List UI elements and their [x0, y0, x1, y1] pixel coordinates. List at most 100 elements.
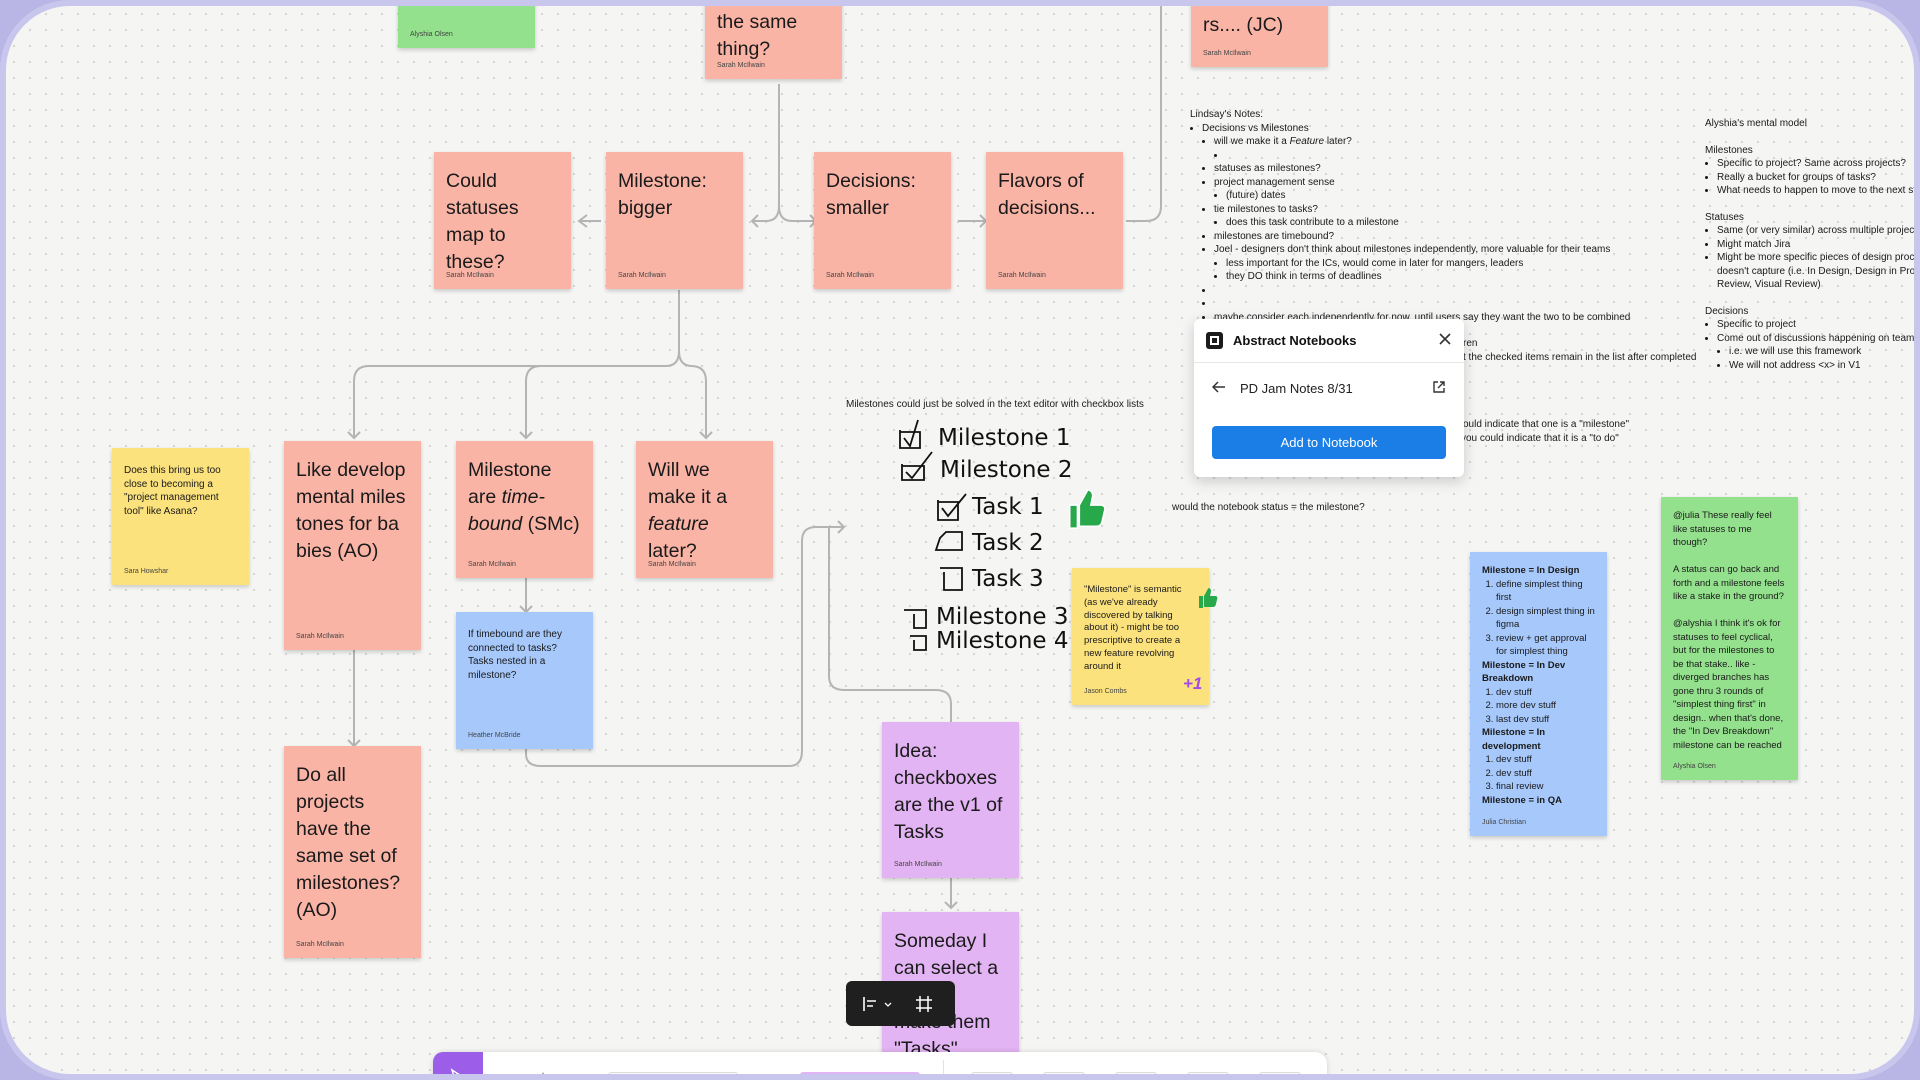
frame-icon[interactable] — [914, 994, 934, 1014]
sticky-author: Sarah McIlwain — [446, 272, 494, 279]
sticky-note[interactable]: Milestone = In Design define simplest th… — [1470, 552, 1607, 836]
list-item: last dev stuff — [1496, 713, 1595, 727]
list-heading: Milestone = in QA — [1482, 794, 1562, 806]
checklist-caption: Milestones could just be solved in the t… — [846, 399, 1144, 410]
list-item: Come out of discussions happening on tea… — [1717, 332, 1914, 373]
list-item: Joel - designers don't think about miles… — [1214, 243, 1700, 284]
list-item: Might be more specific pieces of design … — [1717, 251, 1914, 292]
sticky-note[interactable]: "Milestone" is semantic (as we've alread… — [1072, 568, 1209, 705]
sticky-note[interactable]: Idea: checkboxes are the v1 of Tasks Sar… — [882, 722, 1019, 878]
sticky-note[interactable]: Does this bring us too close to becoming… — [112, 448, 249, 585]
connector-line — [525, 526, 844, 767]
list-item: Decisions vs Milestones will we make it … — [1202, 122, 1700, 325]
sticky-note[interactable]: Could statuses map to these? Sarah McIlw… — [434, 152, 571, 289]
sticky-text: Idea: checkboxes are the v1 of Tasks — [894, 740, 1003, 843]
sticky-note[interactable]: Do all projects have the same set of mil… — [284, 746, 421, 958]
cursor-icon — [450, 1068, 460, 1074]
arrow-head — [519, 431, 533, 440]
notes-heading: Decisions — [1705, 305, 1749, 317]
arrow-left-icon[interactable] — [1211, 380, 1226, 397]
list-item: (future) dates — [1226, 189, 1700, 203]
notebook-row: PD Jam Notes 8/31 — [1194, 363, 1464, 413]
sticky-text: Milestone: bigger — [618, 170, 707, 219]
sticky-note[interactable]: @julia These really feel like statuses t… — [1661, 497, 1798, 780]
list-item: dev stuff — [1496, 686, 1595, 700]
list-item: design simplest thing in figma — [1496, 605, 1595, 632]
sticky-text: "Milestone" is semantic (as we've alread… — [1084, 584, 1182, 672]
sticky-text: Milestone are time-bound (SMc) — [468, 457, 581, 538]
connector-lines — [347, 6, 1162, 910]
sticky-author: Sarah McIlwain — [826, 272, 874, 279]
sticky-text: @julia These really feel like statuses t… — [1673, 510, 1785, 751]
note-fragment: t the checked items remain in the list a… — [1463, 352, 1697, 363]
widget-tool[interactable] — [971, 1072, 1013, 1074]
widget-tool[interactable] — [1187, 1072, 1229, 1074]
chevron-down-icon[interactable] — [884, 995, 892, 1013]
list-item: maybe consider each independently for no… — [1214, 311, 1700, 325]
sticky-author: Alyshia Olsen — [1673, 763, 1716, 770]
checklist-item: Milestone 3 — [936, 604, 1069, 630]
widget-tool[interactable] — [1259, 1072, 1301, 1074]
checklist-item: Task 3 — [972, 566, 1044, 592]
sticky-note[interactable]: rs.... (JC) Sarah McIlwain — [1191, 6, 1328, 67]
bottom-toolbar — [433, 1052, 1327, 1074]
sticky-note[interactable]: Will we make it a feature later? Sarah M… — [636, 441, 773, 578]
connector-line — [778, 205, 816, 222]
sticky-note[interactable]: decisions the same thing? Sarah McIlwain — [705, 6, 842, 79]
list-item: define simplest thing first — [1496, 578, 1595, 605]
sticky-note[interactable]: Flavors of decisions... Sarah McIlwain — [986, 152, 1123, 289]
external-link-icon[interactable] — [1432, 380, 1446, 397]
list-item: Might match Jira — [1717, 238, 1914, 252]
widget-tool[interactable] — [1115, 1072, 1157, 1074]
arrow-head — [347, 431, 361, 440]
notes-title: Lindsay's Notes: — [1190, 109, 1264, 120]
list-item: will we make it a Feature later? — [1214, 135, 1700, 162]
close-icon[interactable] — [1438, 330, 1452, 351]
pen-tool[interactable] — [536, 1070, 550, 1074]
notes-title: Alyshia's mental model — [1705, 118, 1807, 129]
list-item: We will not address <x> in V1 — [1729, 359, 1914, 373]
sticky-text-part: Will we make it a — [648, 459, 728, 508]
sticky-author: Sarah McIlwain — [1203, 50, 1251, 57]
panel-title: Abstract Notebooks — [1233, 333, 1357, 348]
list-item-text: will we make it a — [1214, 136, 1290, 147]
list-item — [1214, 297, 1700, 311]
notes-heading: Milestones — [1705, 144, 1753, 156]
sticky-author: Sarah McIlwain — [296, 633, 344, 640]
sticky-note[interactable]: Milestone are time-bound (SMc) Sarah McI… — [456, 441, 593, 578]
notes-heading: Statuses — [1705, 211, 1744, 223]
list-item: tie milestones to tasks? does this task … — [1214, 203, 1700, 230]
sticky-note[interactable]: Alyshia Olsen — [398, 6, 535, 48]
sticky-author: Sarah McIlwain — [998, 272, 1046, 279]
select-tool[interactable] — [433, 1052, 483, 1074]
thumbs-up-icon — [1199, 588, 1218, 608]
checklist-item: Milestone 4 — [936, 628, 1069, 654]
sticky-note[interactable]: If timebound are they connected to tasks… — [456, 612, 593, 749]
list-item: more dev stuff — [1496, 699, 1595, 713]
sticky-tool[interactable] — [800, 1072, 920, 1074]
alyshia-notes: Alyshia's mental model Milestones Specif… — [1705, 117, 1914, 373]
checkbox-icon — [937, 500, 959, 521]
sticky-note[interactable]: Like developmental milestones for babies… — [284, 441, 421, 650]
list-item-text: Joel - designers don't think about miles… — [1214, 244, 1611, 255]
list-item: they DO think in terms of deadlines — [1226, 270, 1700, 284]
widget-tool[interactable] — [1043, 1072, 1085, 1074]
align-left-icon[interactable] — [862, 996, 880, 1012]
add-to-notebook-button[interactable]: Add to Notebook — [1212, 426, 1446, 459]
sticky-note[interactable]: Milestone: bigger Sarah McIlwain — [606, 152, 743, 289]
sticky-author: Jason Combs — [1084, 688, 1127, 695]
shape-tool[interactable] — [608, 1072, 738, 1074]
connector-line — [1126, 6, 1162, 222]
list-item-text: project management sense — [1214, 176, 1335, 188]
list-item: Same (or very similar) across multiple p… — [1717, 224, 1914, 238]
checkbox-icon — [904, 609, 927, 629]
sticky-author: Sarah McIlwain — [717, 62, 765, 69]
sticky-note[interactable]: Decisions: smaller Sarah McIlwain — [814, 152, 951, 289]
sticky-text: Like developmental milestones for babies… — [296, 459, 406, 562]
thumbs-up-icon — [1068, 489, 1106, 529]
checkbox-icon — [901, 464, 925, 481]
checkbox-icon — [940, 567, 963, 591]
arrow-head — [837, 520, 846, 534]
checkbox-icon — [899, 430, 921, 449]
